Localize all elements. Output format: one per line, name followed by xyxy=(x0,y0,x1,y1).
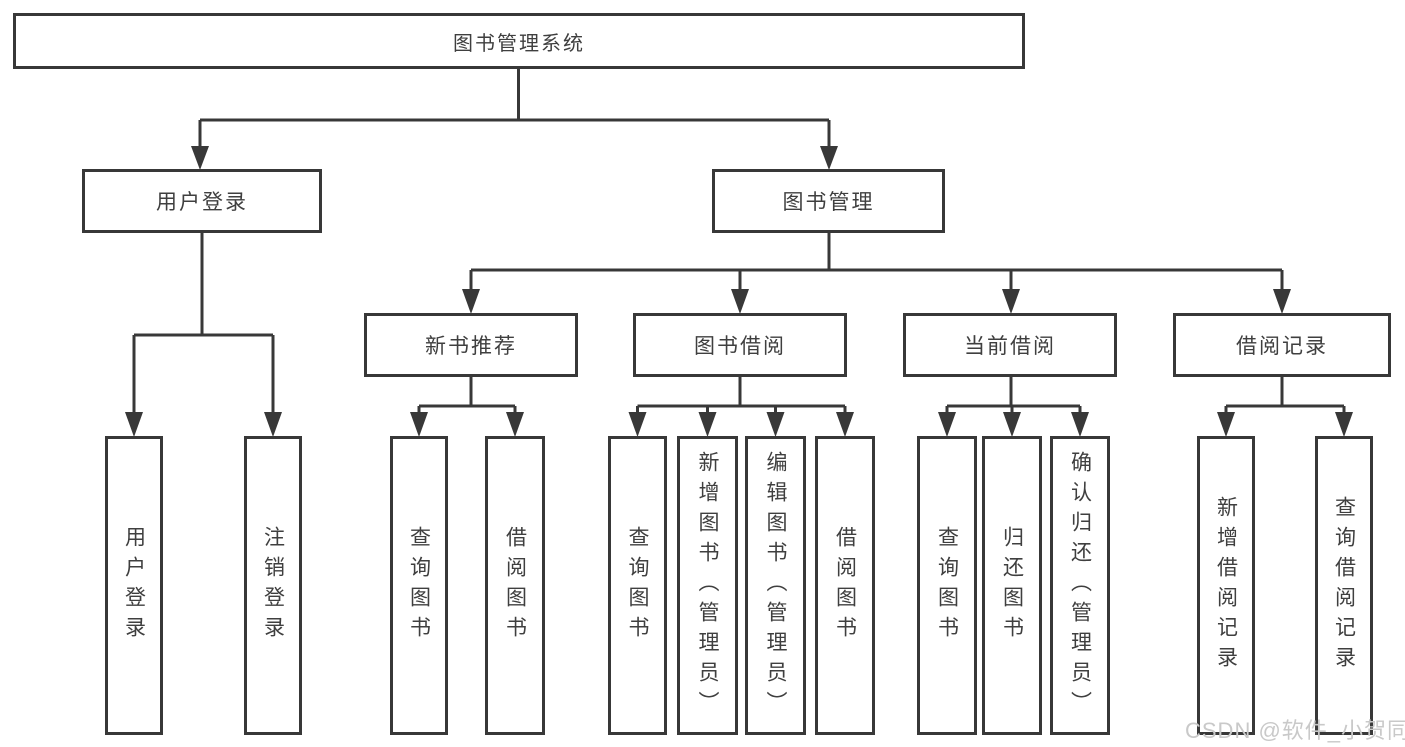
node-borrow-records: 借阅记录 xyxy=(1173,313,1391,377)
leaf-query-books-borrow: 查询图书 xyxy=(608,436,667,735)
arrowhead xyxy=(264,412,282,437)
arrowhead xyxy=(1071,412,1089,437)
connector-root-to-level2 xyxy=(191,69,838,170)
connector-current-borrow-children xyxy=(938,377,1089,437)
leaf-return-books: 归还图书 xyxy=(982,436,1042,735)
node-user-login: 用户登录 xyxy=(82,169,322,233)
arrowhead xyxy=(938,412,956,437)
connector-new-book-children xyxy=(410,377,524,437)
arrowhead xyxy=(1335,412,1353,437)
leaf-add-borrow-record: 新增借阅记录 xyxy=(1197,436,1255,735)
leaf-logout: 注销登录 xyxy=(244,436,302,735)
connector-borrow-records-children xyxy=(1217,377,1353,437)
connector-book-management-children xyxy=(462,233,1291,314)
leaf-query-borrow-record: 查询借阅记录 xyxy=(1315,436,1373,735)
arrowhead xyxy=(1217,412,1235,437)
arrowhead xyxy=(125,412,143,437)
arrowhead xyxy=(1003,412,1021,437)
leaf-add-books-admin: 新增图书（管理员） xyxy=(677,436,738,735)
node-book-management: 图书管理 xyxy=(712,169,945,233)
leaf-borrow-books: 借阅图书 xyxy=(815,436,875,735)
arrowhead xyxy=(506,412,524,437)
leaf-query-books-current: 查询图书 xyxy=(917,436,977,735)
arrowhead xyxy=(628,412,647,437)
arrowhead xyxy=(1273,289,1291,314)
leaf-user-login: 用户登录 xyxy=(105,436,163,735)
arrowhead xyxy=(766,412,785,437)
csdn-watermark: CSDN @软件_小贺同学 xyxy=(1185,718,1405,743)
leaf-confirm-return-admin: 确认归还（管理员） xyxy=(1050,436,1110,735)
node-new-book-recommendation: 新书推荐 xyxy=(364,313,578,377)
arrowhead xyxy=(731,289,749,314)
arrowhead xyxy=(820,146,838,170)
arrowhead xyxy=(836,412,854,437)
node-book-borrowing: 图书借阅 xyxy=(633,313,847,377)
connector-user-login-children xyxy=(125,233,282,437)
arrowhead xyxy=(1002,289,1020,314)
arrowhead xyxy=(698,412,717,437)
connector-book-borrow-children xyxy=(628,377,854,437)
arrowhead xyxy=(191,146,209,170)
node-current-borrowing: 当前借阅 xyxy=(903,313,1117,377)
leaf-query-books-newbook: 查询图书 xyxy=(390,436,448,735)
leaf-edit-books-admin: 编辑图书（管理员） xyxy=(745,436,806,735)
arrowhead xyxy=(410,412,428,437)
leaf-borrow-books-newbook: 借阅图书 xyxy=(485,436,545,735)
node-library-management-system: 图书管理系统 xyxy=(13,13,1025,69)
arrowhead xyxy=(462,289,480,314)
